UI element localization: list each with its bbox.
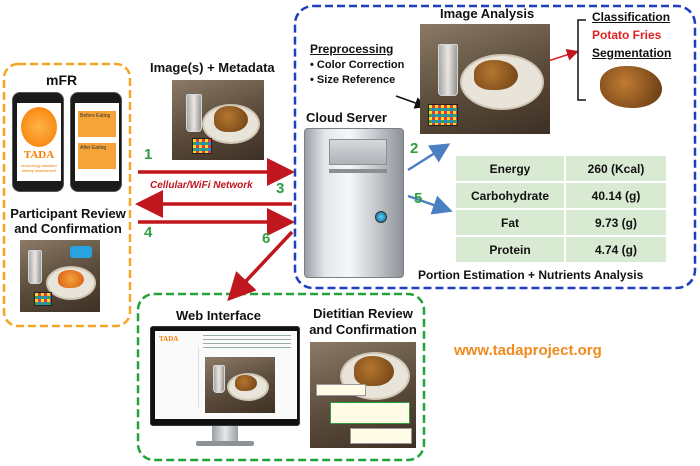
tag-bubble-icon bbox=[70, 246, 92, 258]
participant-review-label: Participant Review and Confirmation bbox=[8, 206, 128, 236]
segmentation-title: Segmentation bbox=[592, 46, 672, 60]
participant-review-line1: Participant Review bbox=[10, 206, 126, 221]
phone-capture-screen: Before Eating After Eating bbox=[75, 103, 119, 181]
image-analysis-title: Image Analysis bbox=[440, 6, 535, 21]
classification-bracket bbox=[577, 19, 586, 101]
arrow-preprocess bbox=[395, 95, 427, 109]
dietitian-review-line2: and Confirmation bbox=[309, 322, 417, 337]
preprocessing-item: • Color Correction bbox=[310, 59, 405, 71]
dietitian-review-photo bbox=[310, 342, 416, 448]
project-url[interactable]: www.tadaproject.org bbox=[454, 342, 602, 359]
analysis-photo bbox=[420, 24, 550, 134]
after-eating-button[interactable]: After Eating bbox=[78, 143, 116, 169]
before-eating-button[interactable]: Before Eating bbox=[78, 111, 116, 137]
cloud-server-icon bbox=[304, 128, 404, 278]
arrow-step2 bbox=[407, 143, 451, 172]
web-screen: TADA bbox=[155, 331, 297, 419]
arrow-step5 bbox=[407, 194, 453, 215]
nutrient-name: Carbohydrate bbox=[454, 181, 566, 210]
nutrient-value: 4.74 (g) bbox=[564, 235, 668, 264]
preprocessing-title: Preprocessing bbox=[310, 42, 394, 56]
dietitian-review-label: Dietitian Review and Confirmation bbox=[306, 306, 420, 338]
orange-logo-icon bbox=[21, 107, 57, 147]
participant-review-line2: and Confirmation bbox=[14, 221, 122, 236]
tada-logo-text: TADA bbox=[23, 149, 55, 161]
monitor-stand bbox=[212, 426, 238, 442]
web-group-box bbox=[136, 292, 426, 462]
nutrient-name: Energy bbox=[454, 154, 566, 183]
web-interface-title: Web Interface bbox=[176, 308, 262, 323]
mfr-title: mFR bbox=[46, 72, 78, 88]
nutrient-value: 40.14 (g) bbox=[564, 181, 668, 210]
portion-estimation-label: Portion Estimation + Nutrients Analysis bbox=[418, 268, 644, 282]
web-tada-logo: TADA bbox=[159, 335, 179, 343]
monitor-base bbox=[196, 441, 254, 446]
step-2-label: 2 bbox=[410, 140, 419, 157]
web-instructions-text bbox=[203, 335, 291, 351]
step-5-label: 5 bbox=[414, 190, 423, 207]
phone-device: TADA technology assisted dietary assessm… bbox=[12, 92, 64, 192]
step-1-label: 1 bbox=[144, 146, 153, 163]
nutrient-name: Fat bbox=[454, 208, 566, 237]
step-6-label: 6 bbox=[262, 230, 271, 247]
preprocessing-list: • Color Correction • Size Reference bbox=[310, 58, 404, 88]
participant-review-photo bbox=[20, 240, 100, 312]
annotation-popup bbox=[316, 384, 366, 396]
step-3-label: 3 bbox=[276, 180, 285, 197]
web-meal-photo bbox=[205, 357, 275, 413]
nutrient-value: 260 (Kcal) bbox=[564, 154, 668, 183]
classification-result: Potato Fries bbox=[592, 28, 662, 42]
dietitian-review-line1: Dietitian Review bbox=[313, 306, 413, 321]
captured-meal-photo bbox=[172, 80, 264, 160]
nutrient-name: Protein bbox=[454, 235, 566, 264]
cloud-server-label: Cloud Server bbox=[306, 110, 387, 125]
power-button-icon bbox=[375, 211, 387, 223]
tada-tagline: technology assisted dietary assessment bbox=[21, 163, 57, 173]
annotation-popup bbox=[350, 428, 412, 444]
arrow-step6 bbox=[227, 230, 294, 302]
annotation-popup bbox=[330, 402, 410, 424]
phone-screen: TADA technology assisted dietary assessm… bbox=[17, 103, 61, 181]
segmented-food-image bbox=[600, 66, 662, 108]
step-4-label: 4 bbox=[144, 224, 153, 241]
preprocessing-item: • Size Reference bbox=[310, 74, 396, 86]
monitor-icon: TADA bbox=[150, 326, 300, 426]
images-metadata-label: Image(s) + Metadata bbox=[150, 60, 275, 75]
web-sidebar bbox=[159, 347, 199, 407]
cloud-group-box bbox=[293, 4, 697, 290]
mfr-group-box bbox=[2, 62, 132, 328]
phone-device-capture: Before Eating After Eating bbox=[70, 92, 122, 192]
nutrient-value: 9.73 (g) bbox=[564, 208, 668, 237]
classification-title: Classification bbox=[592, 10, 671, 24]
server-drive-bay bbox=[329, 139, 387, 165]
network-label: Cellular/WiFi Network bbox=[150, 180, 253, 191]
